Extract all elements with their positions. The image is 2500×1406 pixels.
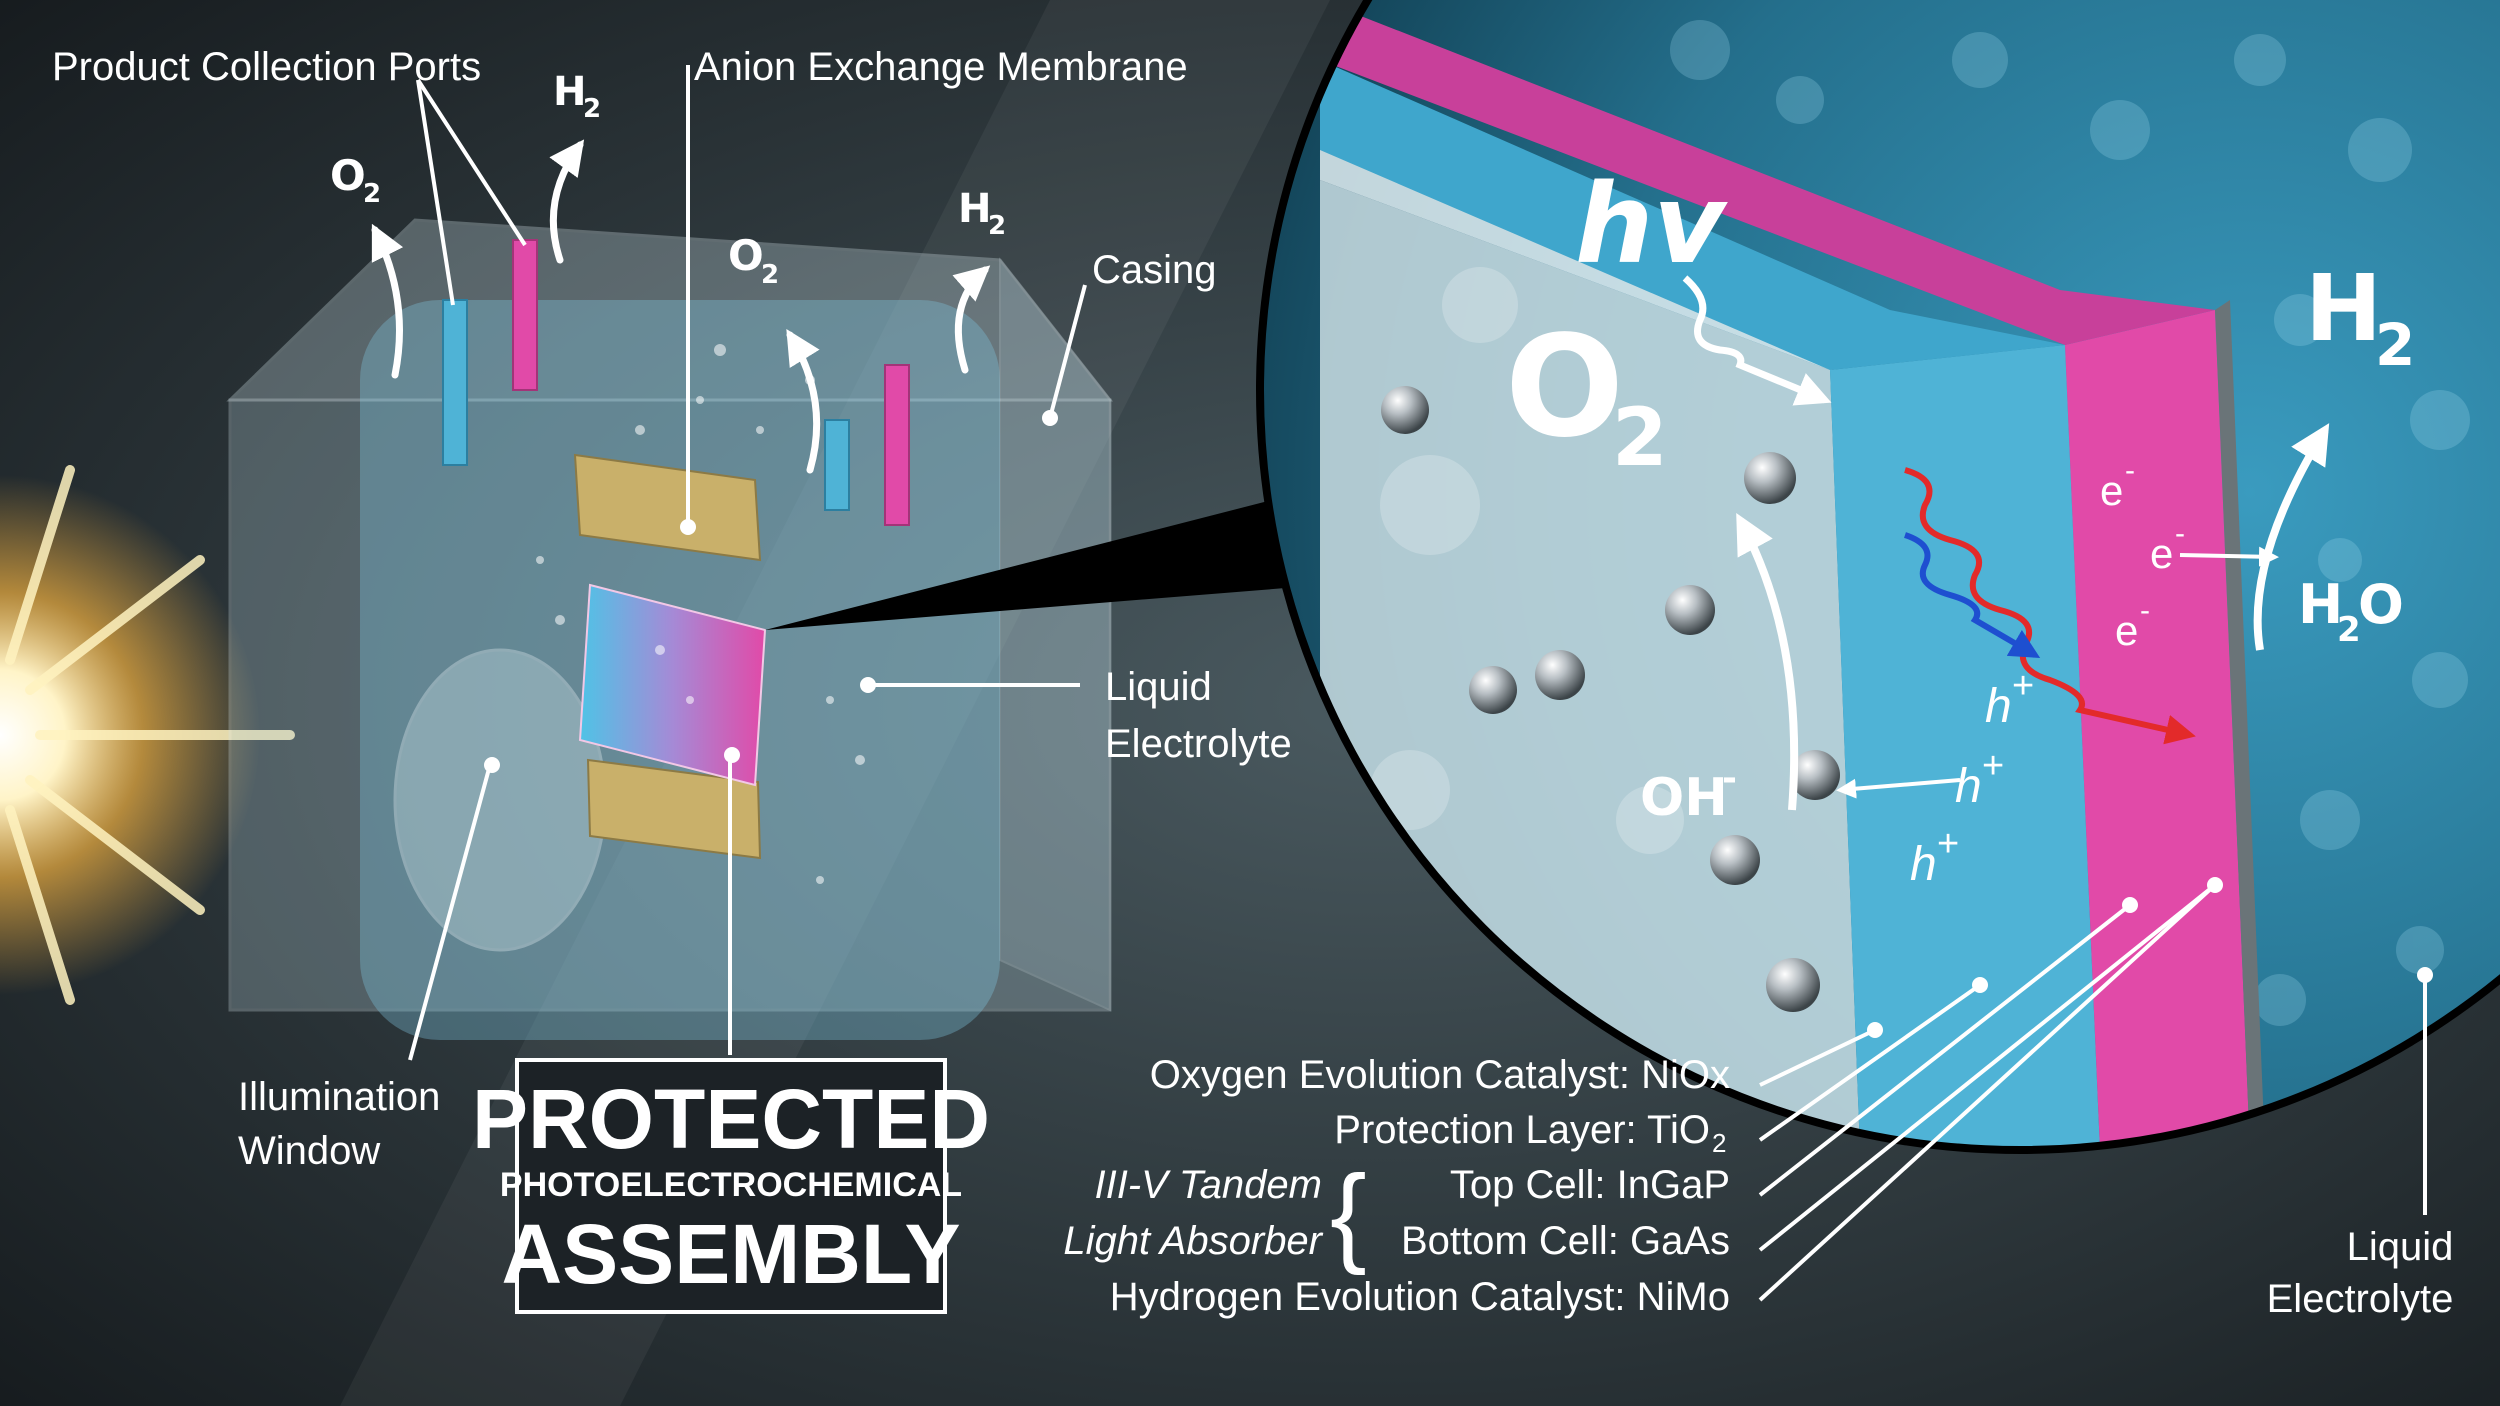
device-leader-dots bbox=[484, 410, 1058, 773]
label-liquid-electrolyte-left-1: Liquid bbox=[1105, 665, 1212, 709]
brace-icon: { bbox=[1330, 1153, 1367, 1276]
svg-text:2: 2 bbox=[761, 260, 779, 290]
svg-text:2: 2 bbox=[988, 211, 1006, 241]
svg-text:-: - bbox=[2140, 594, 2150, 627]
banner-line-1: PROTECTED bbox=[472, 1072, 990, 1166]
hole-label-2: h + bbox=[1955, 745, 2004, 813]
label-liquid-electrolyte-right-1: Liquid bbox=[2347, 1225, 2454, 1269]
label-tandem-2: Light Absorber bbox=[1063, 1219, 1323, 1263]
blue-photon-path bbox=[1903, 532, 2041, 659]
svg-text:h: h bbox=[1955, 760, 1982, 813]
svg-text:e: e bbox=[2115, 607, 2138, 654]
svg-text:H: H bbox=[2305, 255, 2382, 362]
svg-text:O: O bbox=[2358, 573, 2404, 636]
o2-label-zoom: O 2 bbox=[1505, 306, 1668, 484]
svg-text:-: - bbox=[2125, 454, 2135, 487]
label-tandem-1: III-V Tandem bbox=[1094, 1163, 1322, 1207]
svg-text:2: 2 bbox=[583, 94, 601, 124]
label-illumination-window-1: Illumination bbox=[238, 1075, 440, 1119]
svg-text:-: - bbox=[2175, 517, 2185, 550]
svg-text:O: O bbox=[1505, 306, 1624, 469]
svg-text:O: O bbox=[330, 151, 366, 200]
svg-text:2: 2 bbox=[1712, 1128, 1726, 1158]
hole-label-1: h + bbox=[1985, 665, 2034, 733]
h2o-label: H 2 O bbox=[2298, 573, 2404, 650]
svg-text:O: O bbox=[728, 231, 764, 280]
label-hydrogen-evolution-catalyst: Hydrogen Evolution Catalyst: NiMo bbox=[1110, 1275, 1730, 1319]
svg-text:OH: OH bbox=[1640, 768, 1728, 828]
electron-label-1: e - bbox=[2100, 454, 2135, 514]
h2-label-zoom: H 2 bbox=[2305, 255, 2415, 379]
hole-transfer-arrow bbox=[1836, 778, 1961, 799]
h2-label-port-1: H 2 bbox=[553, 69, 601, 124]
label-protection-layer: Protection Layer: TiO 2 bbox=[1334, 1108, 1726, 1158]
svg-text:2: 2 bbox=[363, 179, 381, 209]
svg-text:Protection Layer: TiO: Protection Layer: TiO bbox=[1334, 1108, 1710, 1152]
svg-text:2: 2 bbox=[2375, 311, 2415, 379]
label-product-collection-ports: Product Collection Ports bbox=[52, 45, 481, 89]
svg-text:H: H bbox=[2298, 573, 2343, 636]
device-leader-lines bbox=[408, 65, 1087, 1061]
zoom-callout-wedge bbox=[765, 480, 1385, 630]
photon-arrow bbox=[1682, 275, 1832, 406]
svg-text:+: + bbox=[1937, 823, 1959, 865]
svg-text:e: e bbox=[2100, 467, 2123, 514]
o2-label-port-1: O 2 bbox=[330, 151, 381, 209]
oh-to-o2-arrow bbox=[1736, 512, 1799, 811]
svg-text:2: 2 bbox=[1612, 391, 1668, 484]
label-casing: Casing bbox=[1092, 248, 1217, 292]
label-liquid-electrolyte-left-2: Electrolyte bbox=[1105, 722, 1292, 766]
svg-text:-: - bbox=[1722, 758, 1737, 799]
label-top-cell: Top Cell: InGaP bbox=[1450, 1163, 1730, 1207]
svg-text:2: 2 bbox=[2337, 610, 2361, 650]
banner-line-2: PHOTOELECTROCHEMICAL bbox=[500, 1166, 962, 1204]
svg-text:e: e bbox=[2150, 530, 2173, 577]
svg-text:H: H bbox=[553, 69, 586, 115]
protected-assembly-banner: PROTECTED PHOTOELECTROCHEMICAL ASSEMBLY bbox=[472, 1058, 990, 1314]
svg-text:h: h bbox=[1910, 838, 1937, 891]
layer-leader-lines bbox=[1758, 883, 2427, 1302]
gas-arrows-left bbox=[371, 139, 991, 474]
layer-leader-dots bbox=[1867, 877, 2433, 1038]
label-liquid-electrolyte-right-2: Electrolyte bbox=[2267, 1277, 2454, 1321]
catalyst-particles bbox=[1381, 386, 1840, 1012]
sun-icon bbox=[0, 465, 295, 1005]
electron-label-2: e - bbox=[2150, 517, 2185, 577]
light-beam bbox=[340, 0, 1330, 1406]
svg-text:+: + bbox=[1982, 745, 2004, 787]
label-oxygen-evolution-catalyst: Oxygen Evolution Catalyst: NiOx bbox=[1150, 1053, 1730, 1097]
label-bottom-cell: Bottom Cell: GaAs bbox=[1401, 1219, 1730, 1263]
electron-label-3: e - bbox=[2115, 594, 2150, 654]
electrochemical-cell bbox=[226, 218, 1114, 1040]
h2-label-port-2: H 2 bbox=[958, 186, 1006, 241]
svg-text:h: h bbox=[1985, 680, 2012, 733]
label-anion-exchange-membrane: Anion Exchange Membrane bbox=[694, 45, 1188, 89]
banner-line-3: ASSEMBLY bbox=[501, 1207, 960, 1301]
photon-label: hv bbox=[1575, 160, 1728, 288]
label-illumination-window-2: Window bbox=[238, 1129, 380, 1173]
red-photon-path bbox=[1904, 467, 2196, 745]
oh-minus-label: OH - bbox=[1640, 758, 1737, 828]
electron-transfer-arrow bbox=[2179, 546, 2279, 567]
o2-label-port-2: O 2 bbox=[728, 231, 779, 290]
hole-label-3: h + bbox=[1910, 823, 1959, 891]
svg-text:+: + bbox=[2012, 665, 2034, 707]
svg-text:H: H bbox=[958, 186, 991, 232]
